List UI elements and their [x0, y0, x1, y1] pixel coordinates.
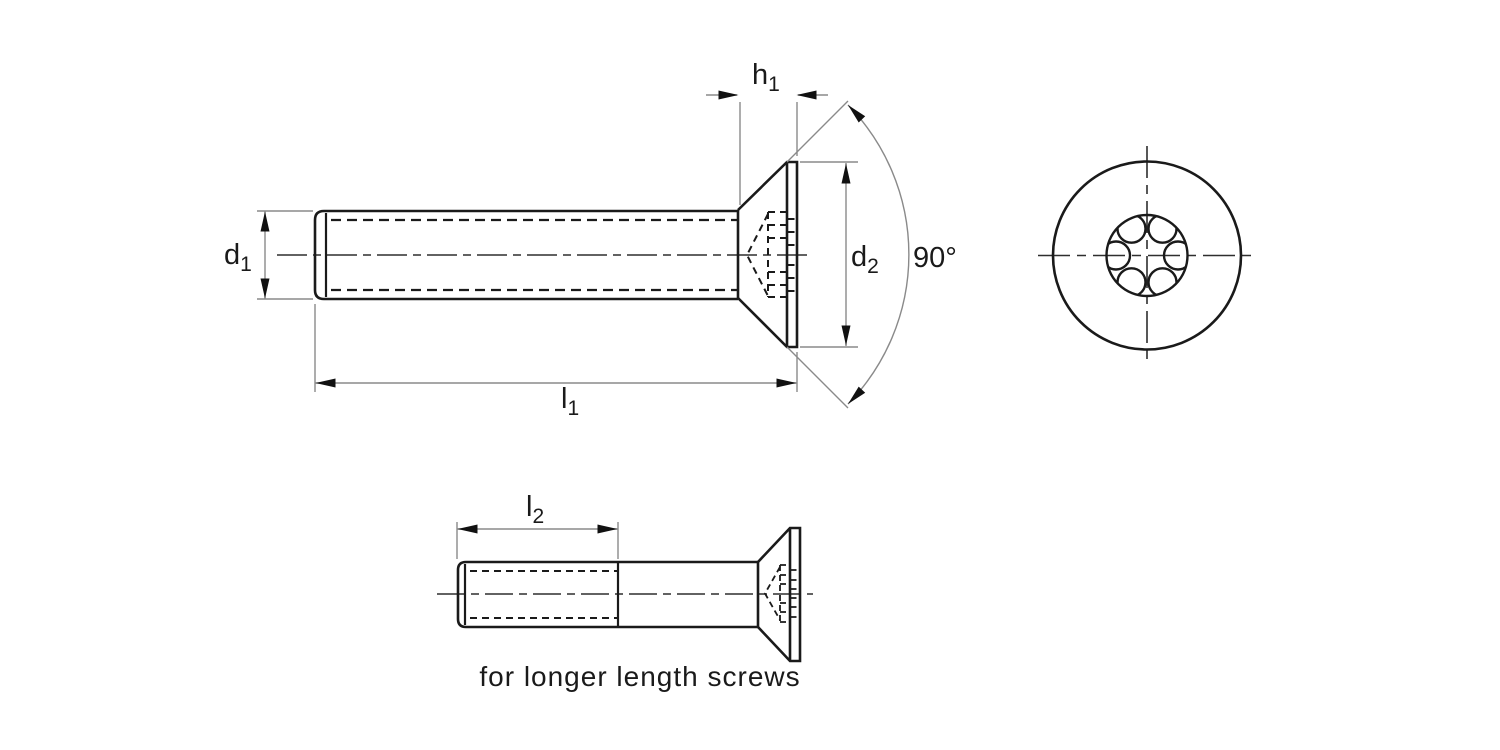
- caption-text: for longer length screws: [479, 661, 800, 692]
- head-outline: [737, 160, 799, 349]
- label-angle-value: 90°: [913, 242, 957, 274]
- thread-hidden-lines: [331, 218, 737, 292]
- label-d1-sub: 1: [240, 253, 252, 276]
- head-outer-circle: [1051, 160, 1243, 351]
- dimension-d2: d2: [800, 161, 879, 348]
- h1-extension-lines: [739, 102, 798, 205]
- l2-extension-lines: [456, 522, 619, 559]
- long-head-outline: [757, 526, 802, 663]
- l1-arrow-right-icon: [776, 378, 797, 388]
- long-torx-recess-hidden-lines: [763, 564, 800, 623]
- label-l1-base: l: [561, 383, 567, 415]
- l1-arrow-left-icon: [315, 378, 336, 388]
- l1-extension-lines: [314, 304, 798, 392]
- label-h1: h1: [752, 59, 780, 96]
- d1-arrow-down-icon: [260, 278, 270, 299]
- label-angle: 90°: [913, 242, 957, 274]
- label-h1-base: h: [752, 59, 768, 91]
- label-l1: l1: [561, 383, 579, 420]
- label-l2-base: l: [526, 491, 532, 523]
- label-d2-base: d: [851, 241, 867, 273]
- h1-arrow-left-icon: [796, 90, 817, 100]
- angle-arc: [847, 104, 910, 405]
- dimension-h1: h1: [706, 59, 828, 205]
- dimension-l1: l1: [314, 304, 798, 420]
- long-thread-hidden-lines: [470, 570, 617, 619]
- side-view-long-screw: l2 for longer length screws: [437, 491, 813, 692]
- label-l2: l2: [526, 491, 544, 528]
- label-l2-sub: 2: [532, 505, 544, 528]
- label-d1: d1: [224, 239, 252, 276]
- dimension-l2: l2: [456, 491, 619, 559]
- d1-arrow-up-icon: [260, 211, 270, 232]
- long-shank-outline: [456, 560, 758, 629]
- d2-extension-lines: [800, 161, 858, 348]
- torx-recess-hidden-lines: [745, 211, 797, 298]
- d2-arrow-down-icon: [841, 325, 851, 346]
- torx-recess-circle: [1105, 213, 1189, 298]
- label-h1-sub: 1: [768, 73, 780, 96]
- label-d2: d2: [851, 241, 879, 278]
- dimension-d1: d1: [224, 210, 313, 300]
- label-d1-base: d: [224, 239, 240, 271]
- h1-arrow-right-icon: [718, 90, 739, 100]
- l2-arrow-right-icon: [597, 524, 618, 534]
- l2-arrow-left-icon: [457, 524, 478, 534]
- side-view-main-screw: d1 h1 d2 90°: [224, 59, 957, 420]
- label-d2-sub: 2: [867, 255, 879, 278]
- shank-outline: [313, 209, 738, 301]
- top-view-torx-head: [1038, 146, 1257, 365]
- dimension-angle-90: 90°: [786, 100, 957, 409]
- d2-arrow-up-icon: [841, 163, 851, 184]
- d1-extension-lines: [257, 210, 313, 300]
- angle-arrow-top-icon: [848, 105, 866, 123]
- label-l1-sub: 1: [567, 397, 579, 420]
- angle-arrow-bottom-icon: [848, 386, 866, 404]
